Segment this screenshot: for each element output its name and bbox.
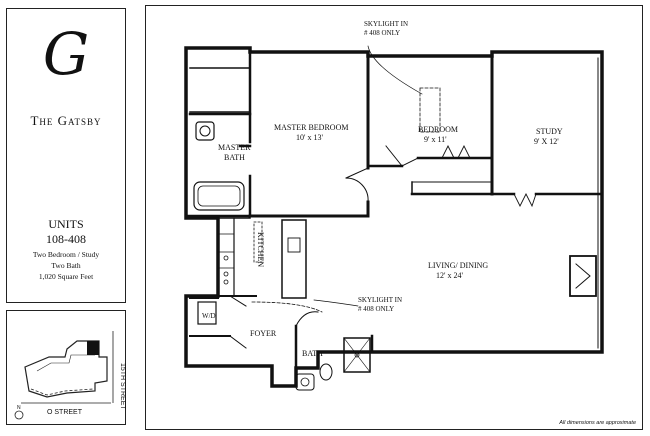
unit-detail-bedrooms: Two Bedroom / Study bbox=[32, 250, 100, 259]
street-label-o: O STREET bbox=[47, 409, 83, 416]
compass-icon bbox=[14, 410, 24, 420]
dimensions-footnote: All dimensions are approximate bbox=[559, 420, 636, 426]
brand-name: The Gatsby bbox=[30, 113, 102, 128]
units-range: 108-408 bbox=[46, 232, 86, 246]
master-bath-sink bbox=[195, 121, 215, 141]
skylight-note-mid-line2: # 408 ONLY bbox=[358, 305, 394, 313]
bedroom-name: BEDROOM bbox=[418, 125, 458, 134]
shower bbox=[343, 337, 371, 373]
master-bath-label-line2: BATH bbox=[224, 153, 245, 162]
locator-map-drawing: O STREET 15TH STREET N bbox=[14, 331, 126, 420]
building-footprint bbox=[24, 340, 108, 398]
washer-dryer bbox=[197, 301, 217, 325]
skylight-note-top-line2: # 408 ONLY bbox=[364, 29, 400, 37]
master-bedroom-size: 10' x 13' bbox=[296, 133, 323, 142]
skylight-note-mid-line1: SKYLIGHT IN bbox=[358, 296, 402, 304]
street-label-15th: 15TH STREET bbox=[119, 363, 126, 410]
washer-dryer-label: W/D bbox=[202, 312, 216, 320]
locator-map: O STREET 15TH STREET N bbox=[6, 310, 126, 425]
compass-north-label: N bbox=[17, 405, 21, 411]
bedroom-size: 9' x 11' bbox=[424, 135, 447, 144]
skylight-outline-bedroom bbox=[419, 87, 441, 133]
floor-plan-drawing: SKYLIGHT IN # 408 ONLY MASTER BEDROOM 10… bbox=[184, 20, 604, 391]
unit-location-marker bbox=[87, 341, 99, 355]
brand-monogram: G bbox=[42, 20, 90, 88]
living-dining-name: LIVING/ DINING bbox=[428, 261, 488, 270]
kitchen-island bbox=[281, 219, 307, 299]
units-title: UNITS bbox=[48, 217, 84, 231]
unit-detail-baths: Two Bath bbox=[51, 261, 81, 270]
kitchen-sink bbox=[287, 237, 301, 253]
info-panel: G The Gatsby UNITS 108-408 Two Bedroom /… bbox=[6, 8, 126, 303]
master-bedroom-name: MASTER BEDROOM bbox=[274, 123, 348, 132]
study-size: 9' X 12' bbox=[534, 137, 559, 146]
master-bath-tub bbox=[193, 181, 245, 211]
foyer-label: FOYER bbox=[250, 329, 277, 338]
unit-detail-area: 1,020 Square Feet bbox=[38, 272, 94, 281]
kitchen-label: KITCHEN bbox=[256, 232, 265, 267]
exterior-walls bbox=[184, 46, 604, 388]
master-bath-label-line1: MASTER bbox=[218, 143, 251, 152]
bath-label: BATH bbox=[302, 349, 323, 358]
floor-plan-panel: SKYLIGHT IN # 408 ONLY MASTER BEDROOM 10… bbox=[145, 5, 643, 430]
bath-sink bbox=[295, 373, 315, 391]
living-dining-size: 12' x 24' bbox=[436, 271, 463, 280]
toilet bbox=[319, 363, 333, 381]
skylight-note-top-line1: SKYLIGHT IN bbox=[364, 20, 408, 28]
skylight-leader-top bbox=[367, 45, 423, 95]
skylight-leader-mid bbox=[313, 299, 359, 307]
study-name: STUDY bbox=[536, 127, 563, 136]
fireplace bbox=[569, 255, 597, 297]
